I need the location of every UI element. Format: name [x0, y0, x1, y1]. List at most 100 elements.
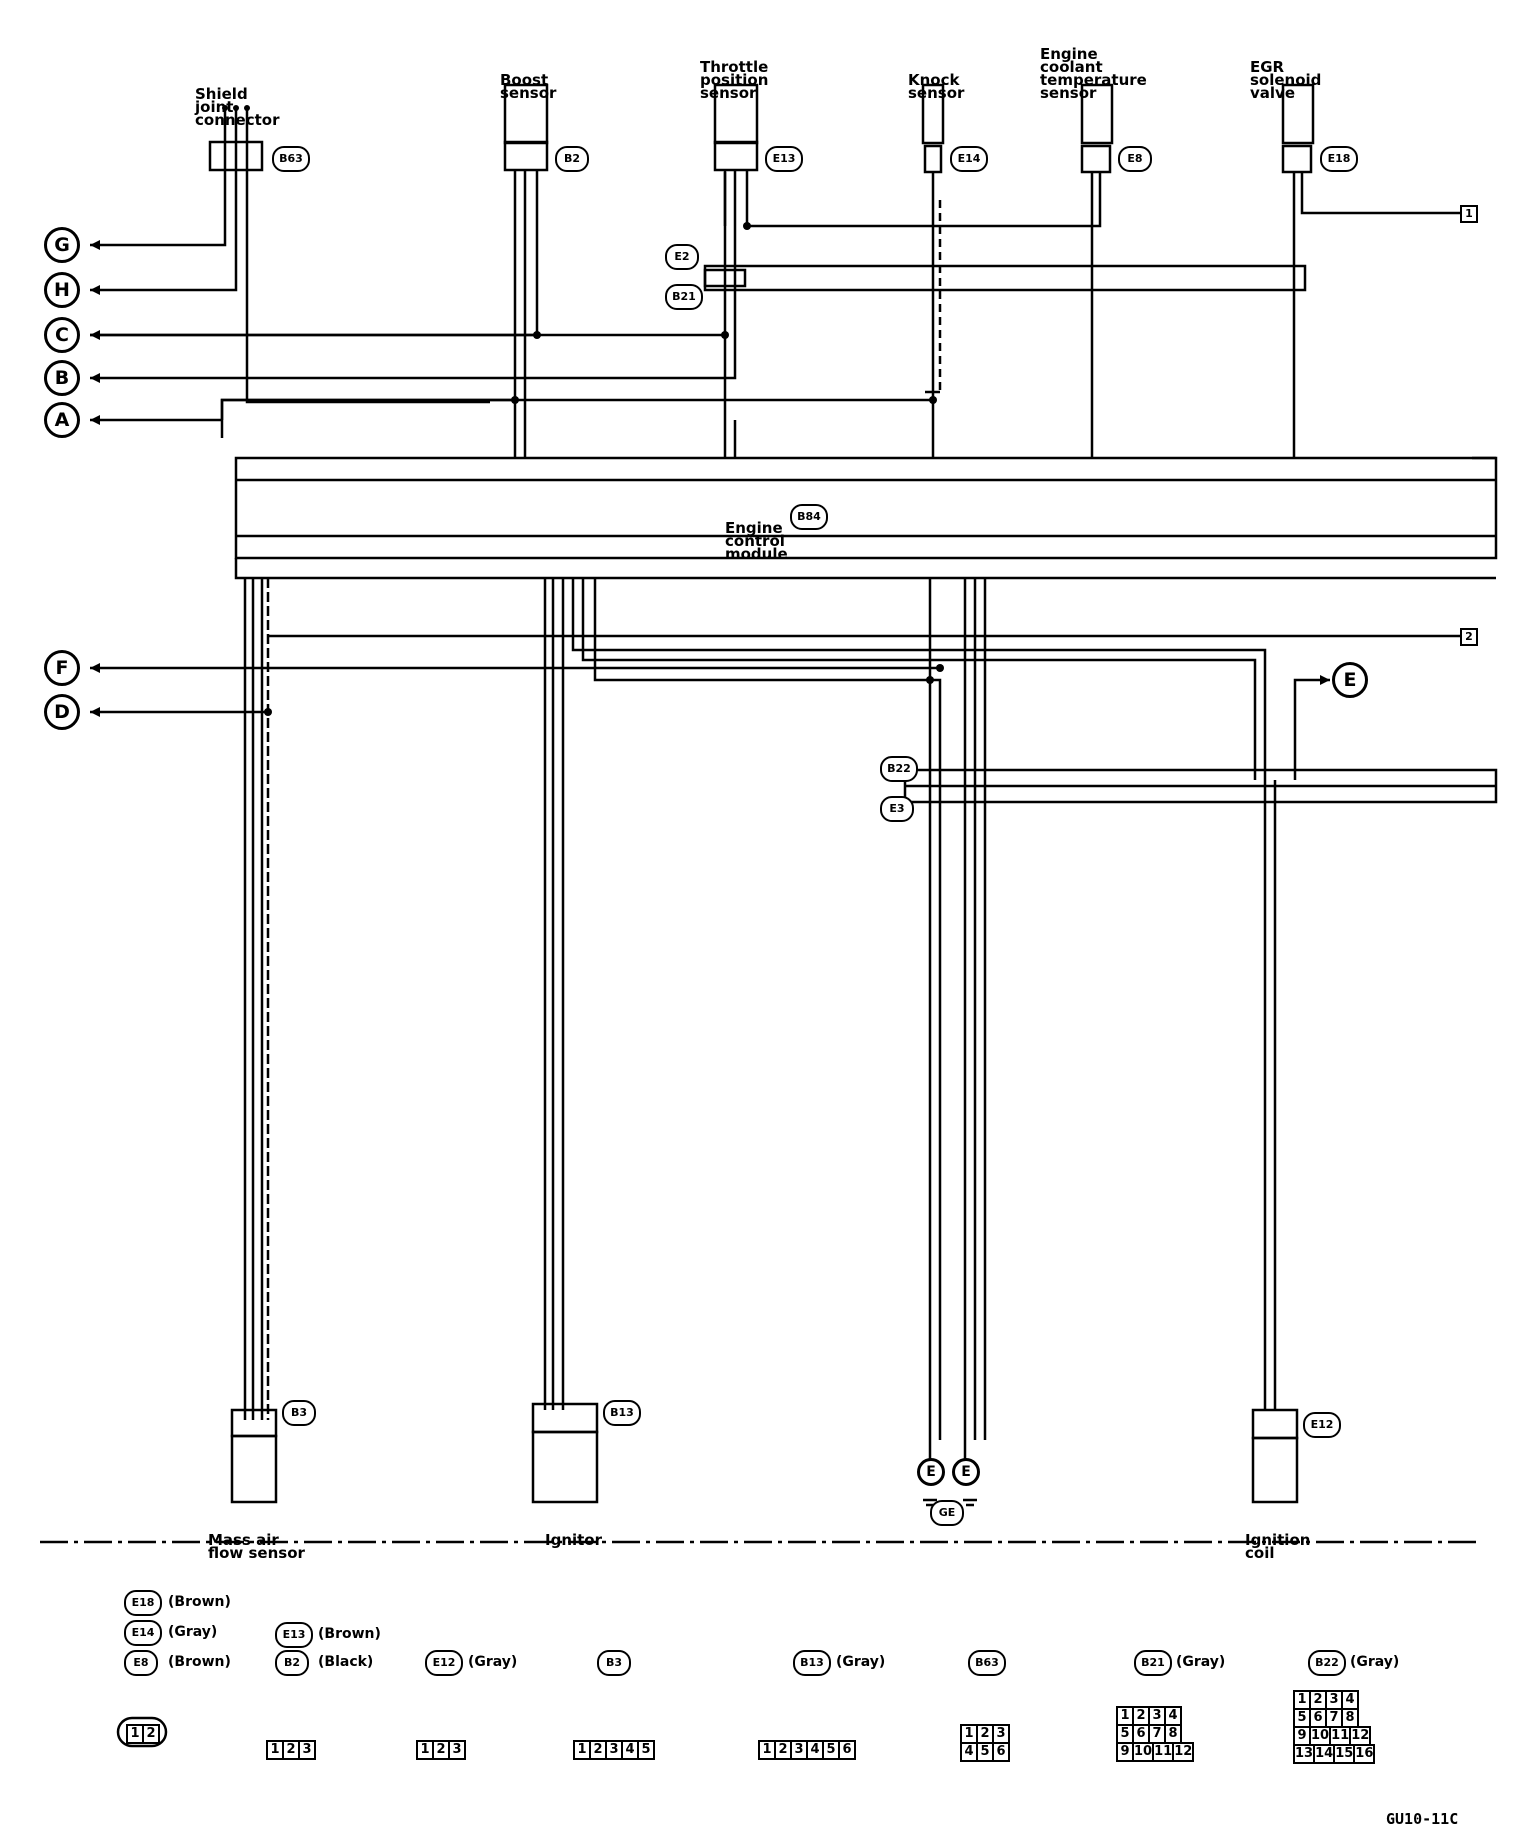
legend-b21-tag: B21 [1134, 1650, 1172, 1676]
terminal-g: G [44, 227, 80, 263]
tag-e8: E8 [1118, 146, 1152, 172]
legend-e8-tag: E8 [124, 1650, 158, 1676]
connector-pin: 6 [838, 1740, 856, 1760]
tag-e14: E14 [950, 146, 988, 172]
terminal-f: F [44, 650, 80, 686]
terminal-b: B [44, 360, 80, 396]
connector-pin: 3 [298, 1740, 316, 1760]
offpage-2: 2 [1460, 628, 1478, 646]
legend-e14-color: (Gray) [168, 1624, 218, 1640]
tag-b3: B3 [282, 1400, 316, 1426]
connector-pin: 13 [1293, 1744, 1316, 1764]
legend-b13-tag: B13 [793, 1650, 831, 1676]
tag-b84: B84 [790, 504, 828, 530]
legend-e14-tag: E14 [124, 1620, 162, 1646]
knock-sensor-body [921, 83, 945, 145]
tag-e3: E3 [880, 796, 914, 822]
legend-e8-color: (Brown) [168, 1654, 231, 1670]
tag-b21: B21 [665, 284, 703, 310]
maf-body [230, 1434, 278, 1504]
terminal-h: H [44, 272, 80, 308]
legend-b2-tag: B2 [275, 1650, 309, 1676]
tag-ge: GE [930, 1500, 964, 1526]
ground-terminal-2: E [952, 1458, 980, 1486]
tag-e12: E12 [1303, 1412, 1341, 1438]
connector-pin: 10 [1132, 1742, 1155, 1762]
connector-pin: 15 [1333, 1744, 1356, 1764]
ignitor-body [531, 1430, 599, 1504]
legend-e13-tag: E13 [275, 1622, 313, 1648]
legend-e12-tag: E12 [425, 1650, 463, 1676]
connector-pin: 3 [448, 1740, 466, 1760]
egr-valve-body [1281, 83, 1315, 145]
connector-pin: 2 [142, 1724, 160, 1744]
legend-b13-color: (Gray) [836, 1654, 886, 1670]
legend-b63-tag: B63 [968, 1650, 1006, 1676]
legend-e18-tag: E18 [124, 1590, 162, 1616]
tag-b63: B63 [272, 146, 310, 172]
offpage-1: 1 [1460, 205, 1478, 223]
page-code: GU10-11C [1386, 1810, 1459, 1828]
connector-pin: 11 [1152, 1742, 1175, 1762]
legend-b3-tag: B3 [597, 1650, 631, 1676]
tag-b13: B13 [603, 1400, 641, 1426]
terminal-e: E [1332, 662, 1368, 698]
tag-e13: E13 [765, 146, 803, 172]
legend-e13-color: (Brown) [318, 1626, 381, 1642]
legend-b21-color: (Gray) [1176, 1654, 1226, 1670]
ecm-box [234, 456, 1498, 560]
legend-b22-tag: B22 [1308, 1650, 1346, 1676]
connector-pin: 16 [1353, 1744, 1376, 1764]
tag-b2: B2 [555, 146, 589, 172]
terminal-a: A [44, 402, 80, 438]
legend-e12-color: (Gray) [468, 1654, 518, 1670]
coil-body [1251, 1436, 1299, 1504]
legend-e18-color: (Brown) [168, 1594, 231, 1610]
legend-b22-color: (Gray) [1350, 1654, 1400, 1670]
tag-b22: B22 [880, 756, 918, 782]
ground-terminal-1: E [917, 1458, 945, 1486]
connector-pin: 14 [1313, 1744, 1336, 1764]
ignitor-label: Ignitor [545, 1531, 603, 1549]
connector-pin: 5 [637, 1740, 655, 1760]
terminal-d: D [44, 694, 80, 730]
legend-b2-color: (Black) [318, 1654, 374, 1670]
tag-e2: E2 [665, 244, 699, 270]
connector-pin: 12 [1172, 1742, 1195, 1762]
tag-e18: E18 [1320, 146, 1358, 172]
coolant-sensor-body [1080, 83, 1114, 145]
connector-pin: 6 [992, 1742, 1010, 1762]
